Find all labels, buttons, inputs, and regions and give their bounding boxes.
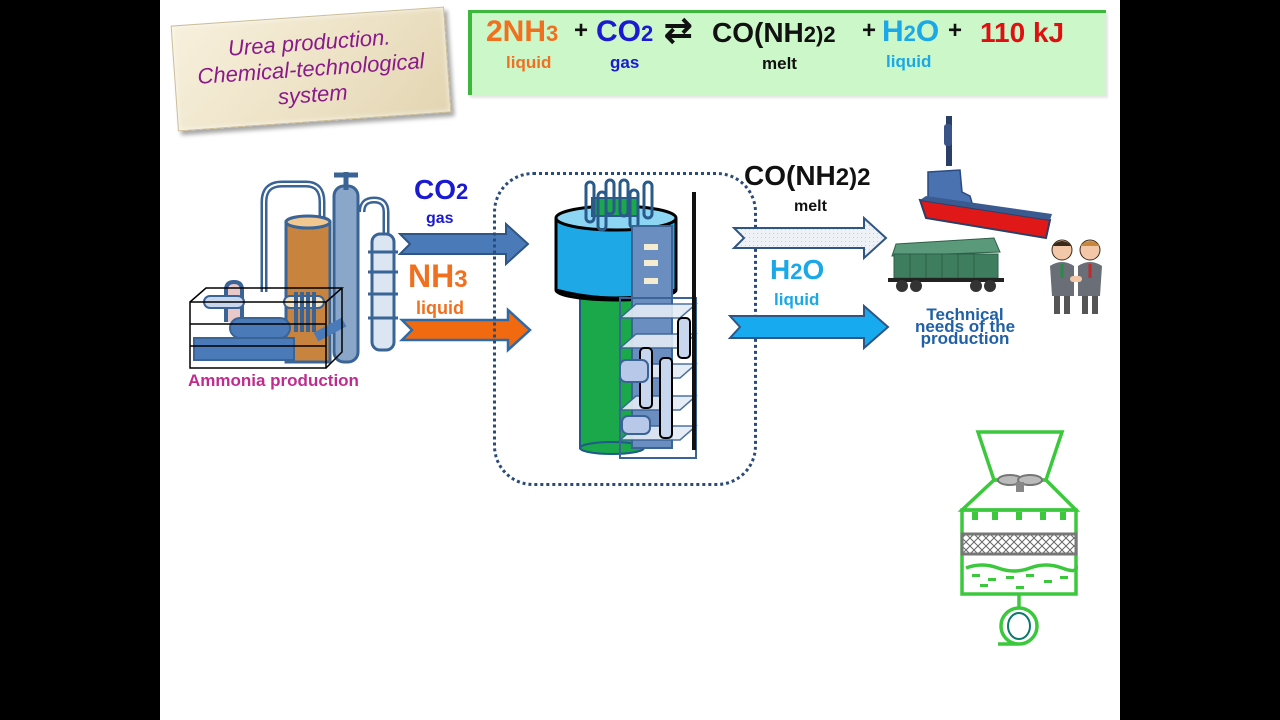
input-nh3-formula: NH bbox=[408, 258, 455, 294]
equation-h2o: H2O bbox=[882, 15, 939, 49]
slide: Urea production. Chemical-technological … bbox=[160, 0, 1120, 720]
output-h2o-state: liquid bbox=[774, 290, 820, 309]
output-h2o-h: H bbox=[770, 254, 791, 285]
urea-formula: CO(NH bbox=[712, 17, 804, 48]
ammonia-plant-icon bbox=[189, 172, 398, 369]
output-urea-formula: CO(NH bbox=[744, 160, 836, 191]
equation-nh3: 2NH3 bbox=[486, 15, 558, 49]
nh3-formula: 2NH bbox=[486, 15, 547, 48]
output-urea-label: CO(NH2)2 bbox=[744, 160, 870, 192]
nh3-subscript: 3 bbox=[546, 21, 559, 46]
h2o-h: H bbox=[882, 15, 904, 48]
equation-energy: 110 kJ bbox=[980, 17, 1065, 48]
nh3-state-label: liquid bbox=[506, 53, 552, 72]
input-nh3-subscript: 3 bbox=[454, 266, 468, 293]
equation-urea: CO(NH2)2 bbox=[712, 17, 836, 49]
plus-sign-2: + bbox=[862, 17, 877, 44]
co2-state-label: gas bbox=[610, 53, 640, 72]
business-handshake-icon bbox=[1050, 239, 1102, 314]
reaction-equation-box: 2NH3 + CO2 ⇄ CO(NH2)2 + H2O + 110 kJ liq… bbox=[468, 10, 1106, 95]
input-co2-state: gas bbox=[426, 210, 454, 227]
title-line-3: system bbox=[277, 79, 349, 110]
ammonia-production-label: Ammonia production bbox=[188, 371, 359, 390]
h2o-o: O bbox=[915, 15, 940, 48]
loading-ship-icon bbox=[918, 116, 1052, 240]
input-co2-formula: CO bbox=[414, 174, 456, 205]
plus-sign-1: + bbox=[574, 17, 589, 44]
output-h2o-o: O bbox=[802, 254, 825, 285]
output-h2o-label: H2O bbox=[770, 254, 824, 286]
co2-subscript: 2 bbox=[641, 21, 654, 46]
co2-formula: CO bbox=[596, 15, 641, 48]
nh3-flow-arrow bbox=[398, 307, 532, 353]
cooling-tower-icon bbox=[957, 430, 1081, 646]
input-co2-subscript: 2 bbox=[456, 179, 469, 204]
urea-subscript: 2)2 bbox=[803, 22, 836, 47]
h2o-subscript: 2 bbox=[903, 21, 916, 46]
h2o-flow-arrow bbox=[727, 303, 890, 351]
equation-co2: CO2 bbox=[596, 15, 653, 49]
technical-needs-line-1: Technical bbox=[926, 305, 1004, 324]
technical-needs-label: Technical needs of the production bbox=[900, 305, 1030, 348]
input-nh3-label: NH3 bbox=[408, 258, 468, 295]
output-urea-state: melt bbox=[794, 198, 827, 215]
technical-needs-line-2: needs of the bbox=[914, 317, 1016, 336]
urea-flow-arrow bbox=[731, 215, 888, 261]
output-h2o-subscript: 2 bbox=[790, 259, 803, 284]
input-co2-label: CO2 bbox=[414, 174, 468, 206]
rail-hopper-car-icon bbox=[888, 237, 1004, 292]
technical-needs-line-3: production bbox=[920, 329, 1010, 348]
co2-flow-arrow bbox=[397, 221, 530, 267]
equilibrium-arrow-icon: ⇄ bbox=[664, 12, 693, 50]
h2o-state-label: liquid bbox=[886, 52, 932, 71]
title-plate: Urea production. Chemical-technological … bbox=[170, 6, 452, 132]
urea-state-label: melt bbox=[762, 54, 797, 73]
input-nh3-state: liquid bbox=[416, 298, 464, 318]
plus-sign-3: + bbox=[948, 17, 963, 44]
urea-reactor-icon bbox=[554, 178, 698, 459]
output-urea-subscript: 2)2 bbox=[835, 164, 871, 191]
